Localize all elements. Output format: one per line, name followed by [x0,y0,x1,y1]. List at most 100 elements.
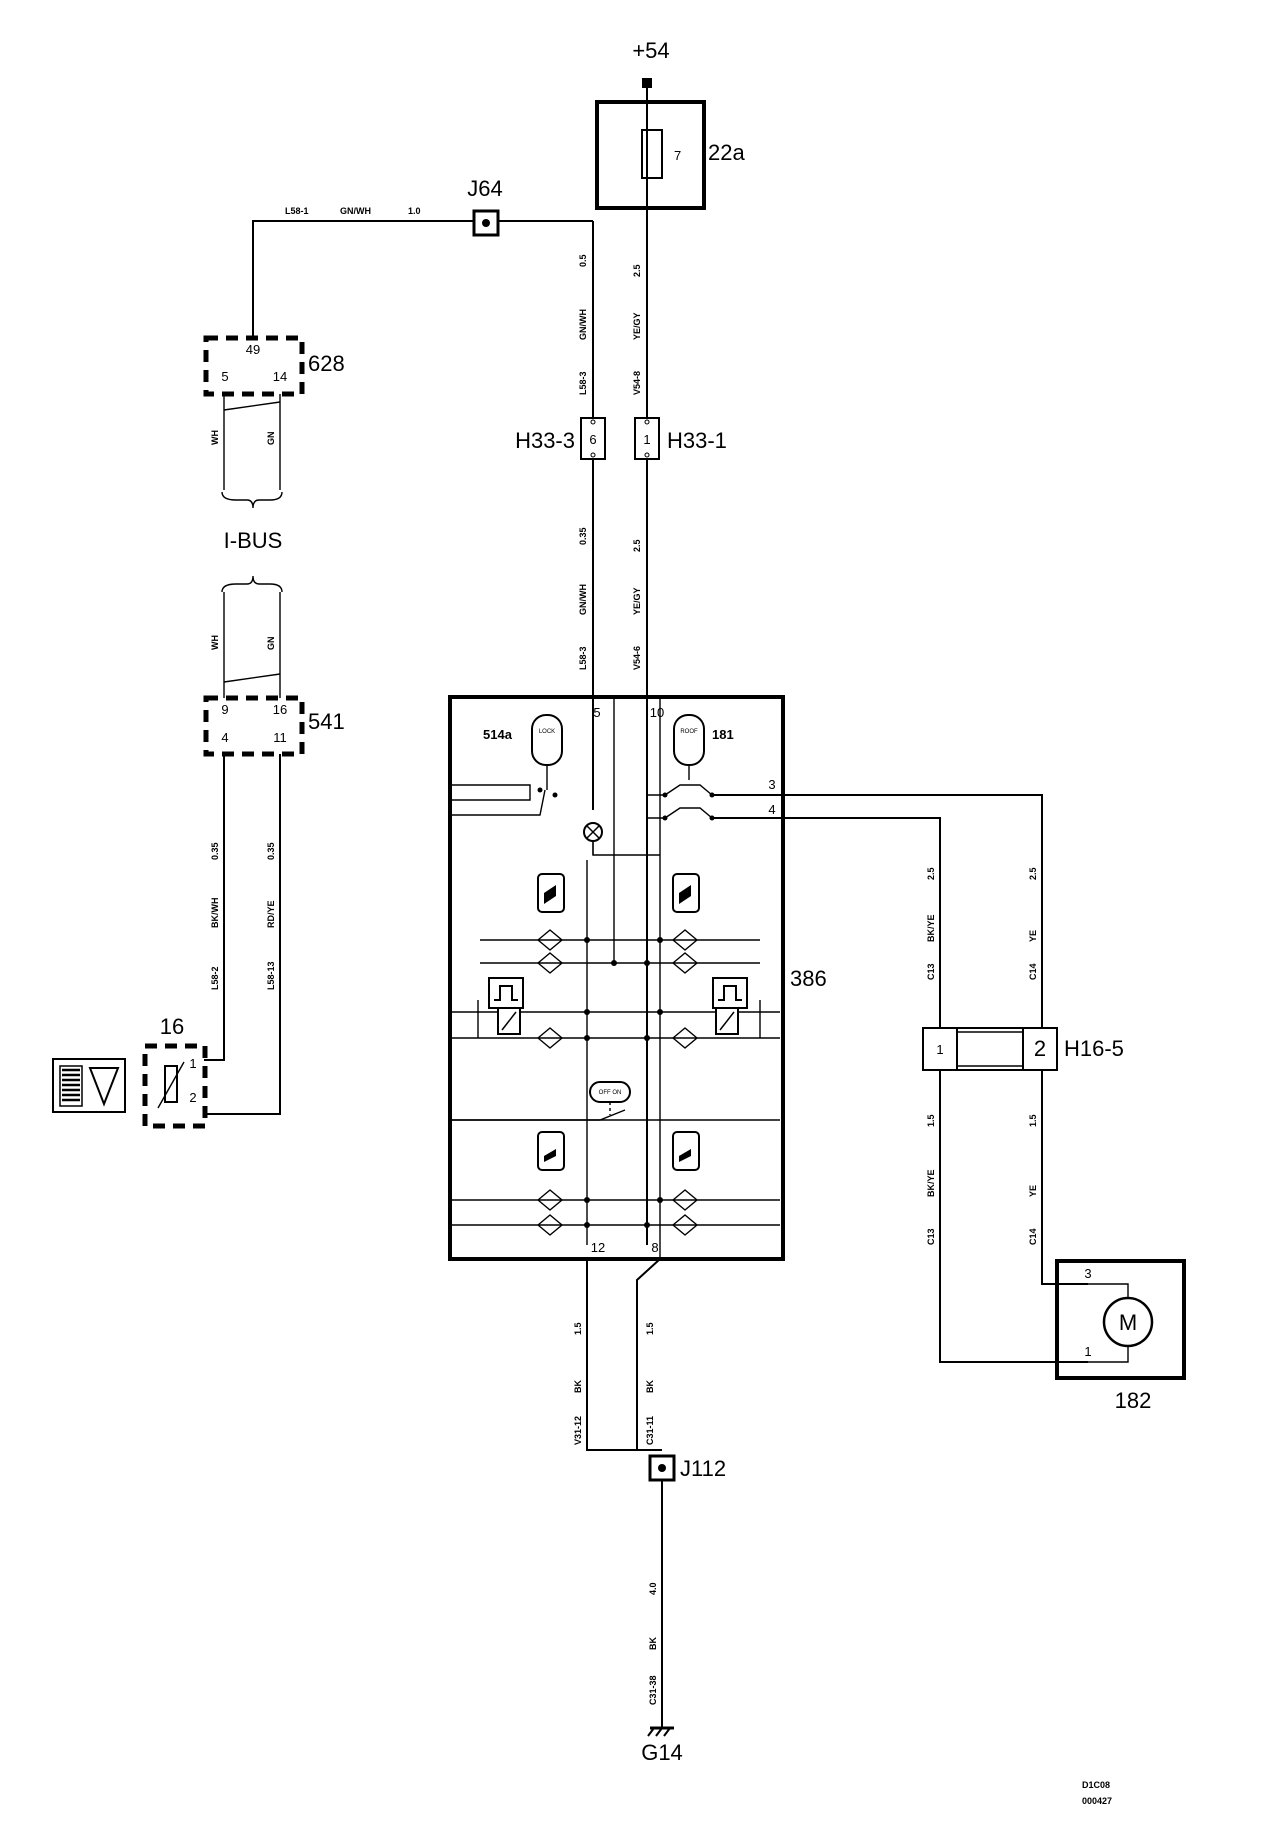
wire-label-j64down-size: 0.5 [578,254,588,267]
wire-label-c31-38-size: 4.0 [648,1582,658,1595]
diagram-code: D1C08 [1082,1780,1110,1790]
motor-pin-3: 3 [1084,1266,1091,1281]
wire-label-m-left-id: C13 [926,1228,936,1245]
motor-lead-b [1088,1344,1129,1363]
supply-terminal-label: +54 [632,38,669,63]
wire-label-l58-13-color: RD/YE [266,900,276,928]
fuse-box [595,100,706,210]
lamp-return [592,841,660,856]
motor-pin-1: 1 [1084,1344,1091,1359]
lamp-cross [586,825,600,839]
wire-label-m-right-size: 1.5 [1028,1114,1038,1127]
roof-switch-text: ROOF [680,729,698,735]
panel-pin-5: 5 [593,705,600,720]
ibus-brace-top [221,491,283,509]
motor-lead-a [1088,1283,1129,1300]
wire-label-c31-11-size: 1.5 [645,1322,655,1335]
connector-h16-5-pin2-housing [1022,1027,1058,1071]
contact-dot [552,792,558,798]
wire-label-h33-1down-size: 2.5 [632,539,642,552]
wire-label-m-right-id: C14 [1028,1228,1038,1245]
wire-label-j64down-id: L58-3 [578,371,588,395]
wire-label-fusedown-color: YE/GY [632,312,642,340]
connector-h16-5-pin1-housing [922,1027,958,1071]
lock-contact-b [452,789,546,816]
wire-label-l58-2-id: L58-2 [210,966,220,990]
connector-h33-1-label: H33-1 [667,428,727,453]
roof-contact-b [664,807,713,819]
wire-label-v31-12-id: V31-12 [573,1416,583,1445]
module-628-pin-14: 14 [273,369,287,384]
wire-l58-13 [204,754,281,1115]
ibus-brace-bottom [221,575,283,593]
sun-sensor-icon [52,1058,126,1113]
wire-c14-motor [1041,1070,1088,1285]
fuse-box-label: 22a [708,140,745,165]
wire-label-h33-3down-color: GN/WH [578,584,588,615]
connector-h33-1 [634,417,660,460]
junction-j64-label: J64 [467,176,502,201]
wire-label-fusedown-size: 2.5 [632,264,642,277]
twist-mark-bottom [223,673,281,683]
wire-label-l58-2-color: BK/WH [210,898,220,929]
lock-contact-a [452,784,531,801]
window-down-icon-left [537,1131,565,1171]
wire-label-wh-bottom: WH [210,635,220,650]
offon-switch-text: OFF ON [599,1090,622,1096]
diagram-number: 000427 [1082,1796,1112,1806]
wire-label-h33-1down-color: YE/GY [632,587,642,615]
wire-label-c31-38-color: BK [648,1637,658,1650]
wire-label-h33-1down-id: V54-6 [632,646,642,670]
connector-h33-3-pin: 6 [589,432,596,447]
panel-pin-3: 3 [768,777,775,792]
connector-h33-1-pin: 1 [643,432,650,447]
panel-pin-12: 12 [591,1240,605,1255]
pin-dot [590,452,596,458]
wire-c13-out [712,817,941,1028]
control-panel-label: 386 [790,966,827,991]
junction-dots [584,937,663,1228]
wire-l58-2 [204,754,225,1061]
contact-dot [537,787,543,793]
pin-dot [644,452,650,458]
window-up-icon-left [537,873,565,913]
wire-c14-out [712,794,1043,1028]
wire-label-fusedown-id: V54-8 [632,371,642,395]
motor-label: 182 [1115,1388,1152,1413]
wire-label-c14-size: 2.5 [1028,867,1038,880]
wire-label-c31-38-id: C31-38 [648,1675,658,1705]
wire-label-l58-13-size: 0.35 [266,842,276,860]
ground-label: G14 [641,1740,683,1765]
wire-label-m-left-color: BK/YE [926,1169,936,1197]
switch-contacts-right [672,929,699,1236]
wire-label-l58-1-color: GN/WH [340,206,371,216]
junction-j112-label: J112 [680,1456,726,1481]
wire-l58-1 [252,220,474,338]
module-628-pin-5: 5 [221,369,228,384]
wire-c13-motor [939,1070,1088,1363]
lock-switch-text: LOCK [539,729,555,735]
wire-label-c14-id: C14 [1028,963,1038,980]
wire-c31-11 [636,1258,661,1450]
junction-j64-dot [482,219,490,227]
connector-h16-5-label: H16-5 [1064,1036,1124,1061]
wire-label-c13-color: BK/YE [926,914,936,942]
twist-mark-top [223,401,281,411]
module-628-label: 628 [308,351,345,376]
switch-contacts-left [537,929,564,1236]
module-541-label: 541 [308,709,345,734]
wire-label-gn-bottom: GN [266,637,276,651]
panel-pin-4: 4 [768,802,775,817]
roof-switch [673,714,705,766]
fuse-number: 7 [674,148,681,163]
sensor-16-label: 16 [160,1014,184,1039]
sensor-pin-2: 2 [189,1090,196,1105]
wire-label-c31-11-color: BK [645,1380,655,1393]
module-541-pin-9: 9 [221,702,228,717]
wire-label-l58-2-size: 0.35 [210,842,220,860]
lock-switch-label: 514a [483,727,513,742]
connector-h16-5-pin-1: 1 [936,1042,943,1057]
wire-label-h33-3down-size: 0.35 [578,527,588,545]
wire-label-wh-top: WH [210,430,220,445]
wire-label-c13-size: 2.5 [926,867,936,880]
